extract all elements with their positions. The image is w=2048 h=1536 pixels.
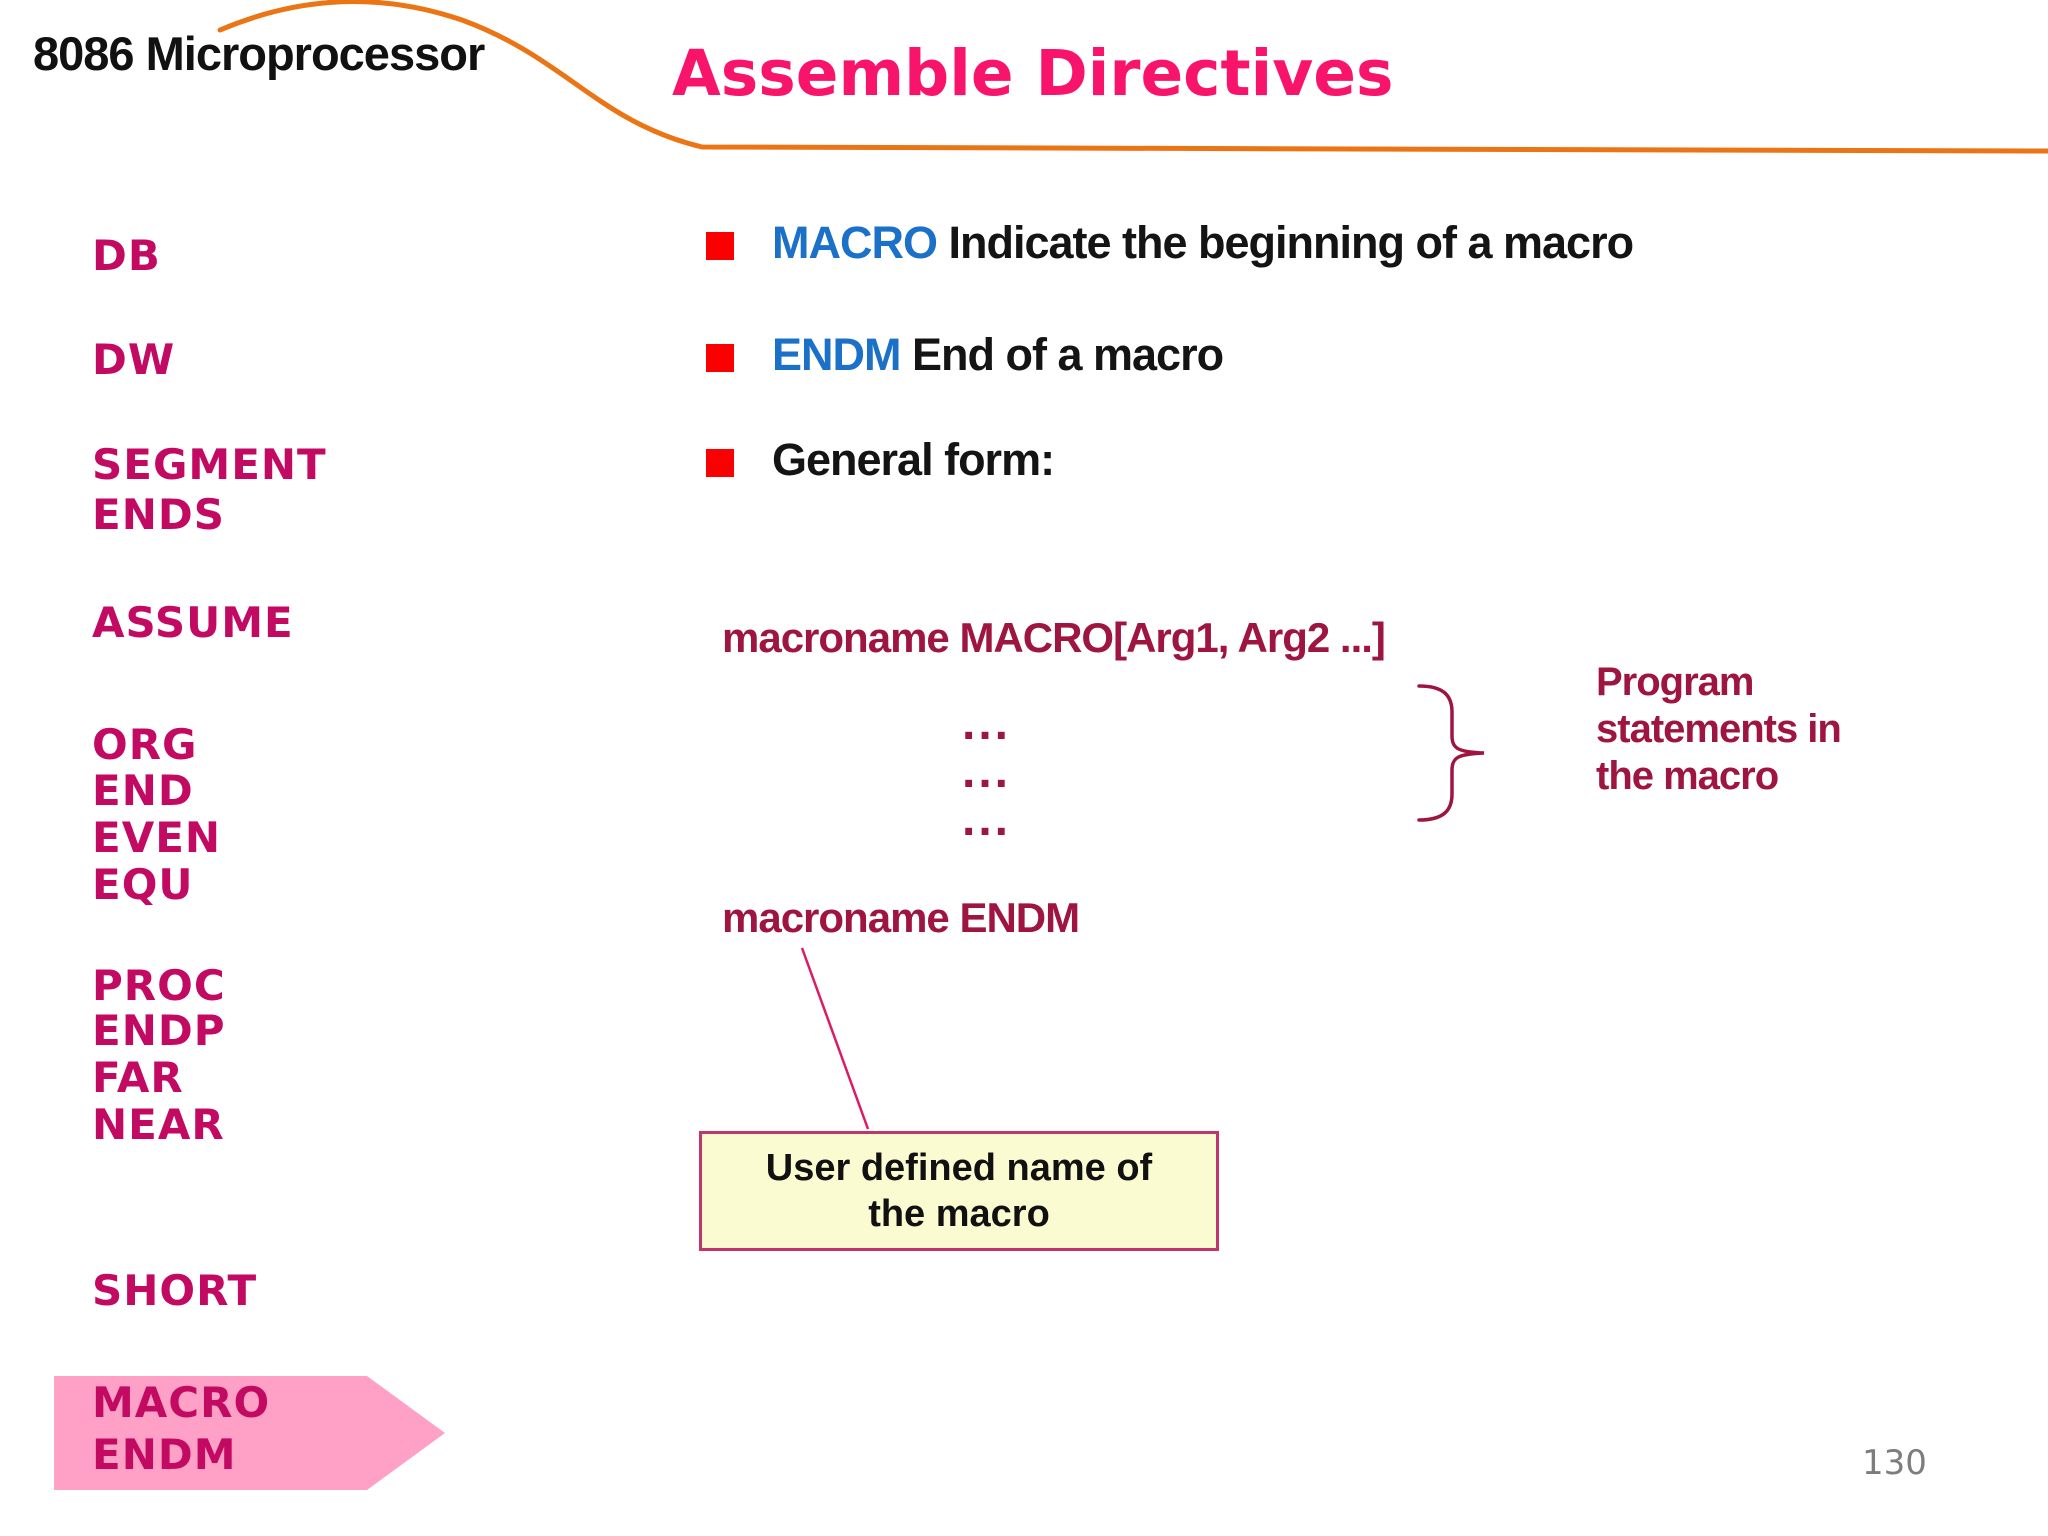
brace-label-line-3: the macro: [1596, 754, 1779, 798]
sidebar-item-dw: DW: [92, 335, 176, 384]
sidebar-item-ends: ENDS: [92, 490, 225, 539]
macro-open-line: macroname MACRO[Arg1, Arg2 ...]: [722, 614, 1386, 661]
bullet-row-general-form: General form:: [772, 434, 1055, 485]
sidebar-item-db: DB: [92, 231, 161, 280]
macro-close-line: macroname ENDM: [722, 894, 1080, 941]
bullet-row-endm: ENDM End of a macro: [772, 329, 1224, 380]
sidebar-item-even: EVEN: [92, 813, 222, 862]
callout-line-2: the macro: [868, 1193, 1050, 1235]
bullet-row-macro: MACRO Indicate the beginning of a macro: [772, 217, 1634, 268]
sidebar-item-endm-highlighted: ENDM: [92, 1430, 237, 1479]
sidebar-item-proc: PROC: [92, 961, 226, 1010]
brace-label-line-1: Program: [1596, 660, 1754, 704]
sidebar-item-end: END: [92, 766, 194, 815]
callout-connector-line: [800, 947, 870, 1130]
ellipsis-line: ...: [962, 793, 1012, 846]
bullet-text-macro: Indicate the beginning of a macro: [936, 217, 1634, 268]
brand-text: 8086 Microprocessor: [33, 27, 485, 80]
sidebar-item-org: ORG: [92, 720, 198, 769]
brace-label-line-2: statements in: [1596, 707, 1842, 751]
bullet-icon: [706, 232, 734, 260]
bullet-icon: [706, 449, 734, 477]
ellipsis-line: ...: [962, 697, 1012, 750]
sidebar-item-segment: SEGMENT: [92, 440, 327, 489]
callout-box: User defined name of the macro: [699, 1131, 1219, 1251]
sidebar-item-far: FAR: [92, 1053, 184, 1102]
page-title: Assemble Directives: [672, 37, 1394, 110]
sidebar-item-near: NEAR: [92, 1100, 225, 1149]
curly-brace-icon: [1417, 684, 1485, 822]
keyword-macro: MACRO: [772, 217, 938, 268]
keyword-endm: ENDM: [772, 329, 901, 380]
page-number: 130: [1862, 1443, 1927, 1483]
sidebar-item-endp: ENDP: [92, 1006, 226, 1055]
sidebar-item-short: SHORT: [92, 1266, 258, 1315]
sidebar-item-assume: ASSUME: [92, 598, 294, 647]
ellipsis-line: ...: [962, 745, 1012, 798]
sidebar-item-macro-highlighted: MACRO: [92, 1378, 271, 1427]
callout-line-1: User defined name of: [765, 1147, 1153, 1189]
sidebar-item-equ: EQU: [92, 860, 194, 909]
bullet-text-general-form: General form:: [772, 434, 1055, 485]
bullet-text-endm: End of a macro: [900, 329, 1224, 380]
bullet-icon: [706, 344, 734, 372]
